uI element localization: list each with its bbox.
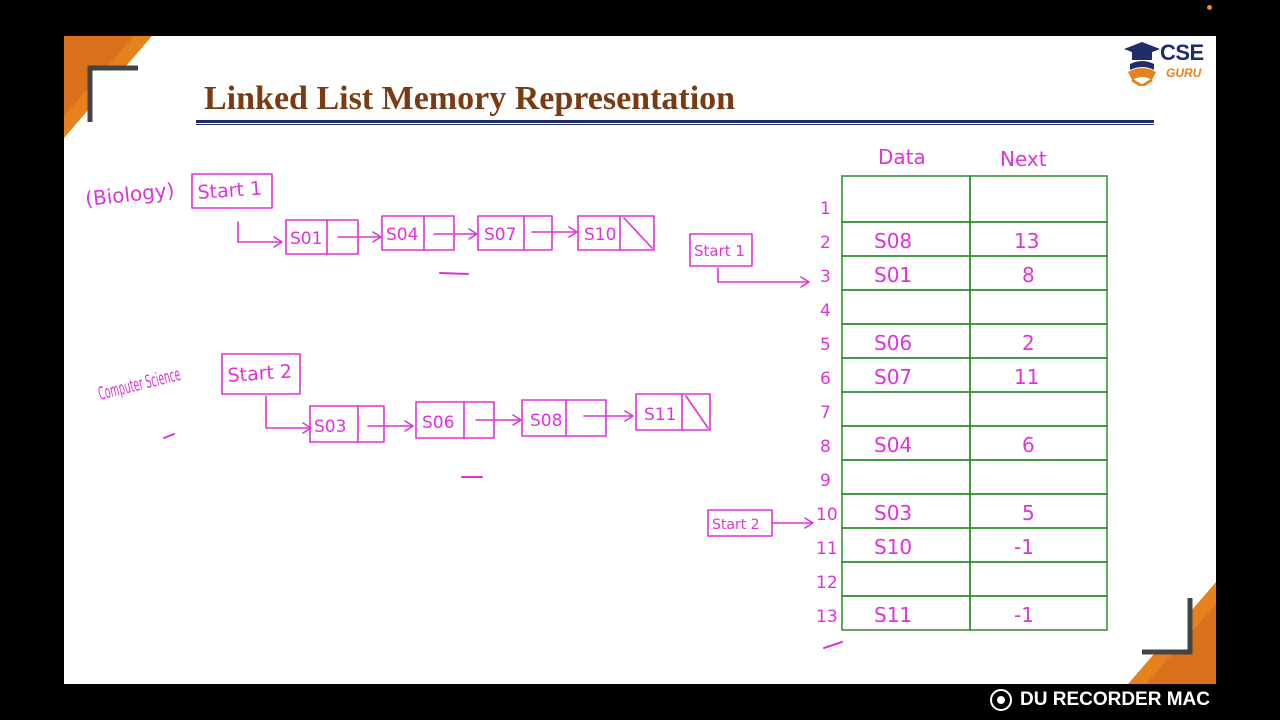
page-title: Linked List Memory Representation bbox=[204, 80, 736, 117]
corner-decoration-bottom-right bbox=[1128, 582, 1216, 684]
start2-box-cs bbox=[221, 353, 301, 395]
table-next-value: -1 bbox=[1014, 603, 1034, 627]
table-data-value: S06 bbox=[874, 331, 912, 355]
node-s01-label: S01 bbox=[290, 229, 322, 249]
node-s03-label: S03 bbox=[314, 417, 346, 437]
table-header-next: Next bbox=[1000, 147, 1047, 171]
table-next-value: 8 bbox=[1022, 263, 1035, 287]
table-start1-label: Start 1 bbox=[694, 242, 745, 260]
table-row-index: 2 bbox=[820, 233, 831, 253]
table-next-cell bbox=[969, 323, 1108, 359]
table-data-cell bbox=[841, 459, 971, 495]
start1-box-biology bbox=[191, 173, 273, 209]
table-data-value: S07 bbox=[874, 365, 912, 389]
table-next-cell bbox=[969, 391, 1108, 427]
whiteboard-ink: (Biology) Start 1 S01 S04 S07 S10 Comput… bbox=[84, 145, 1108, 649]
table-data-value: S04 bbox=[874, 433, 912, 457]
table-data-cell bbox=[841, 391, 971, 427]
table-data-value: S03 bbox=[874, 501, 912, 525]
node-s04-label: S04 bbox=[386, 225, 418, 245]
node-s11-box bbox=[635, 393, 711, 431]
table-row-index: 10 bbox=[816, 505, 838, 525]
node-s10-box bbox=[577, 215, 655, 251]
table-data-cell bbox=[841, 561, 971, 597]
computer-science-label: Computer Science bbox=[96, 364, 183, 405]
graduate-cap-icon bbox=[1124, 42, 1160, 86]
table-row-index: 9 bbox=[820, 471, 831, 491]
table-data-cell bbox=[841, 175, 971, 223]
orange-dot bbox=[1207, 5, 1212, 10]
table-row-index: 6 bbox=[820, 369, 831, 389]
node-s10-label: S10 bbox=[584, 225, 616, 245]
cse-guru-logo: CSE GURU bbox=[1120, 38, 1216, 94]
node-s11-label: S11 bbox=[644, 405, 676, 425]
table-data-value: S11 bbox=[874, 603, 912, 627]
table-row-index: 3 bbox=[820, 267, 831, 287]
node-s07-label: S07 bbox=[484, 225, 516, 245]
node-s06-label: S06 bbox=[422, 413, 454, 433]
table-next-cell bbox=[969, 527, 1108, 563]
node-s07-box bbox=[477, 215, 553, 251]
table-header-data: Data bbox=[878, 145, 926, 169]
slide: CSE GURU Linked List Memory Representati… bbox=[64, 36, 1216, 684]
table-start1-box bbox=[689, 233, 753, 267]
table-row-index: 11 bbox=[816, 539, 838, 559]
node-s04-box bbox=[381, 215, 455, 251]
table-row-index: 12 bbox=[816, 573, 838, 593]
node-s08-box bbox=[521, 399, 607, 437]
table-next-value: 13 bbox=[1014, 229, 1039, 253]
table-data-value: S08 bbox=[874, 229, 912, 253]
table-next-cell bbox=[969, 493, 1108, 529]
biology-label: (Biology) bbox=[84, 178, 175, 211]
bottom-bar bbox=[0, 684, 1280, 720]
table-row-index: 8 bbox=[820, 437, 831, 457]
table-data-cell bbox=[841, 289, 971, 325]
start2-arrow bbox=[265, 395, 311, 429]
table-row-index: 4 bbox=[820, 301, 831, 321]
table-next-cell bbox=[969, 459, 1108, 495]
logo-guru-text: GURU bbox=[1166, 66, 1202, 80]
memory-table bbox=[841, 175, 1108, 631]
node-s03-box bbox=[309, 405, 385, 443]
table-next-value: 2 bbox=[1022, 331, 1035, 355]
start2-label-cs: Start 2 bbox=[227, 361, 293, 387]
recorder-label: DU RECORDER MAC bbox=[1020, 689, 1210, 710]
table-start1-arrow bbox=[717, 267, 809, 283]
table-row-index: 1 bbox=[820, 199, 831, 219]
recorder-watermark: DU RECORDER MAC bbox=[990, 688, 1210, 712]
table-next-cell bbox=[969, 425, 1108, 461]
table-next-cell bbox=[969, 289, 1108, 325]
corner-decoration-top-left bbox=[64, 36, 152, 138]
table-row-index: 5 bbox=[820, 335, 831, 355]
table-next-cell bbox=[969, 255, 1108, 291]
table-next-value: -1 bbox=[1014, 535, 1034, 559]
title-underline-thin bbox=[196, 124, 1154, 125]
title-underline bbox=[196, 120, 1154, 123]
table-next-value: 5 bbox=[1022, 501, 1035, 525]
table-next-cell bbox=[969, 175, 1108, 223]
table-row-index: 13 bbox=[816, 607, 838, 627]
table-data-value: S01 bbox=[874, 263, 912, 287]
node-s08-label: S08 bbox=[530, 411, 562, 431]
table-next-cell bbox=[969, 595, 1108, 631]
camera-record-icon bbox=[990, 689, 1012, 711]
table-next-value: 6 bbox=[1022, 433, 1035, 457]
table-next-cell bbox=[969, 561, 1108, 597]
table-next-value: 11 bbox=[1014, 365, 1039, 389]
logo-cse-text: CSE bbox=[1160, 40, 1204, 65]
table-row-index: 7 bbox=[820, 403, 831, 423]
table-data-value: S10 bbox=[874, 535, 912, 559]
start1-label-biology: Start 1 bbox=[197, 178, 263, 204]
table-start2-label: Start 2 bbox=[712, 517, 760, 533]
start1-arrow bbox=[237, 221, 281, 243]
